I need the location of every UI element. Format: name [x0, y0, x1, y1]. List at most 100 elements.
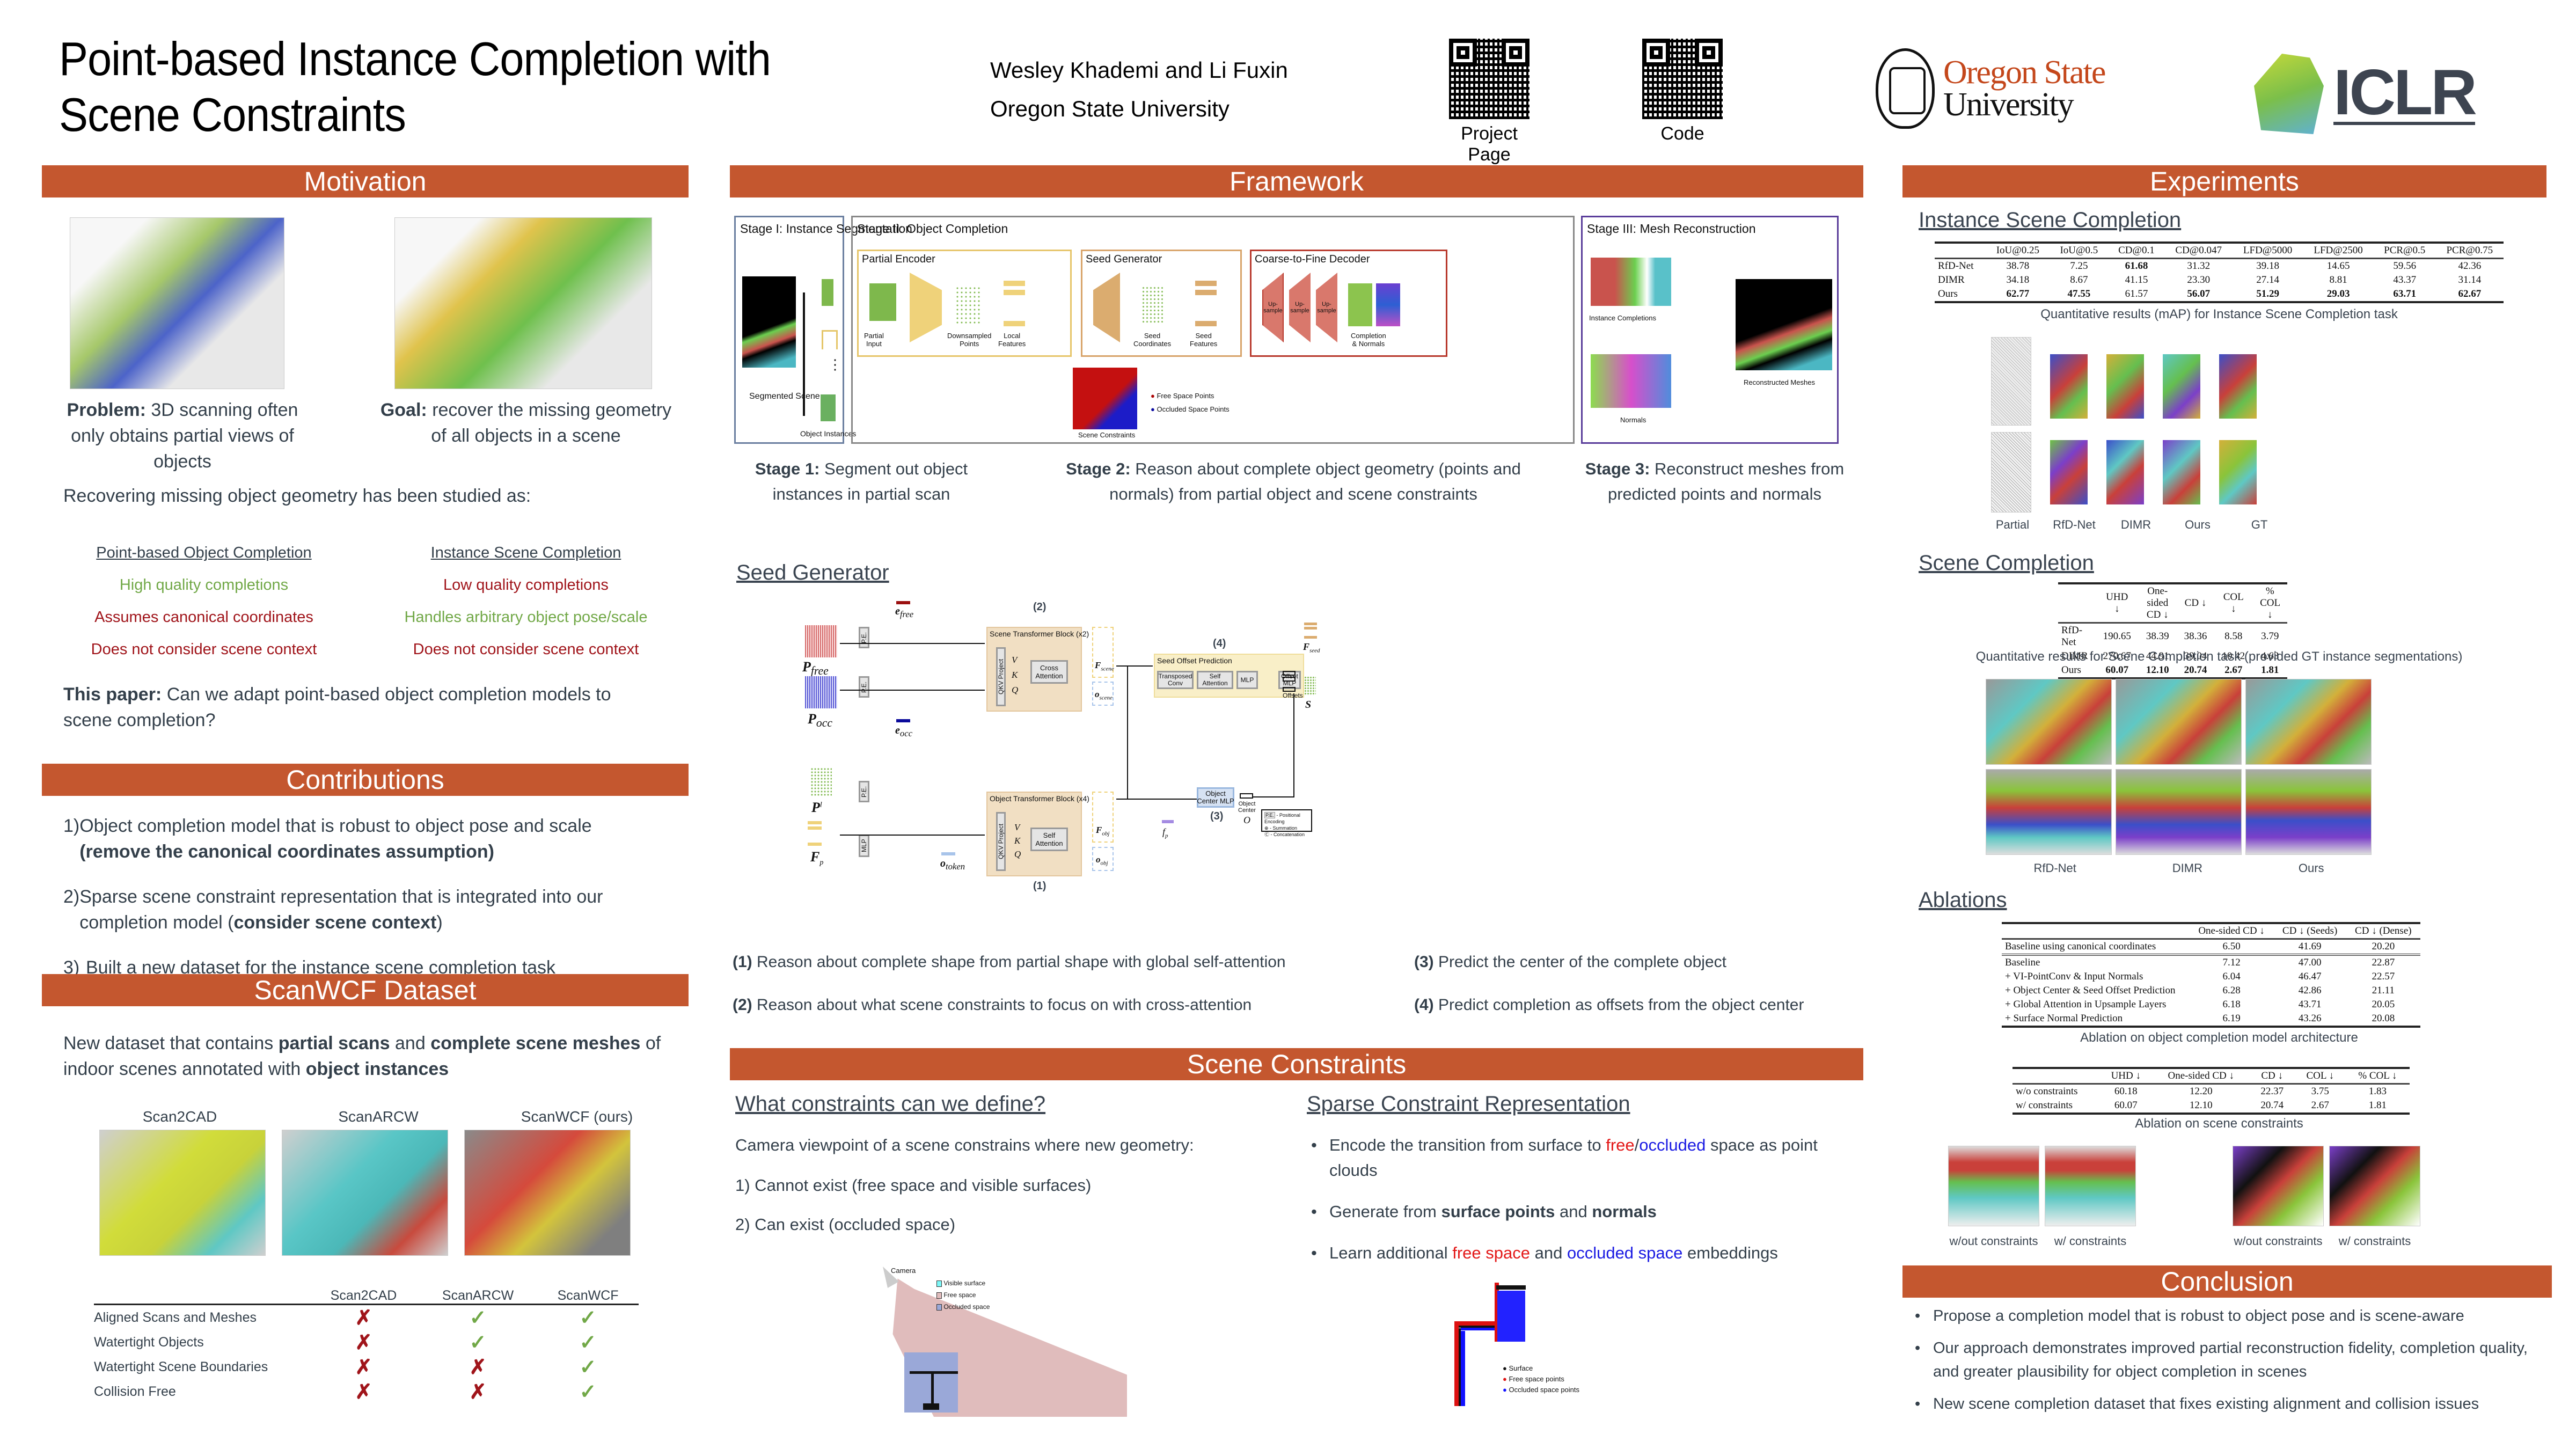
transposed-conv-box: Transposed Conv — [1157, 671, 1194, 689]
qr-code[interactable]: Code — [1637, 39, 1728, 144]
table-cell: 6.18 — [2222, 999, 2241, 1010]
connector — [840, 835, 985, 836]
column-header: % COL ↓ — [2260, 586, 2281, 620]
column-header: CD@0.047 — [2175, 245, 2222, 256]
table-cell: 46.47 — [2298, 971, 2322, 982]
qr-label: Code — [1660, 123, 1704, 144]
p-free-pointcloud — [805, 625, 837, 657]
ours-scene-image — [2245, 679, 2372, 765]
constraint-points-figure: ● Surface ● Free space points ● Occluded… — [1454, 1283, 1690, 1417]
o-token-symbol: otoken — [940, 858, 965, 872]
sc-qualitative-figure: RfD-Net DIMR Ours — [1986, 679, 2372, 883]
feature-bar — [1195, 290, 1217, 295]
column-header: CD ↓ (Dense) — [2355, 925, 2412, 936]
without-constraints-image — [2233, 1146, 2324, 1226]
studied-as-text: Recovering missing object geometry has b… — [63, 486, 531, 506]
goal-text: Goal: recover the missing geometry of al… — [380, 400, 672, 446]
feature-bar — [1195, 321, 1217, 326]
point-based-item: Assumes canonical coordinates — [94, 609, 313, 626]
object-center-label: Object Center — [1238, 801, 1256, 814]
feature-bar — [1004, 321, 1025, 326]
scene-constraints-header: Scene Constraints — [730, 1048, 1863, 1080]
table-cell: 43.71 — [2298, 999, 2322, 1010]
table-cell: 12.10 — [2189, 1100, 2213, 1111]
column-header: One-sided CD ↓ — [2168, 1070, 2234, 1081]
scan2cad-image — [99, 1130, 266, 1256]
row-label: RfD-Net — [1938, 260, 1974, 272]
e-occ-symbol: eocc — [895, 724, 913, 738]
rfdnet-image — [2050, 440, 2088, 504]
o-scene-output: oscene — [1092, 682, 1114, 706]
row-label: w/o constraints — [2016, 1086, 2078, 1097]
contributions-header: Contributions — [42, 764, 689, 796]
qr-project-page[interactable]: Project Page — [1444, 39, 1535, 165]
o-token-embedding — [941, 852, 955, 855]
table-cell: 12.20 — [2189, 1086, 2213, 1097]
qr-label: Project Page — [1461, 123, 1518, 165]
f-p-small-symbol: fp — [1162, 826, 1168, 839]
normals-image — [1591, 354, 1671, 408]
table-cell: 4.63 — [2261, 650, 2279, 662]
table-cell: 7.12 — [2222, 957, 2241, 968]
row-label: RfD-Net — [2061, 625, 2083, 648]
column-header: PCR@0.5 — [2384, 245, 2426, 256]
constraint-bullet: Learn additional free space and occluded… — [1307, 1240, 1860, 1265]
completion-icon — [1348, 283, 1372, 326]
column-header: CD ↓ — [2184, 597, 2207, 609]
row-label: Baseline using canonical coordinates — [2005, 941, 2156, 952]
instance-scene-item: Low quality completions — [443, 576, 609, 594]
column-header — [2012, 1068, 2099, 1084]
contribution-item: 2) Sparse scene constraint representatio… — [63, 887, 603, 933]
experiments-header: Experiments — [1902, 165, 2546, 197]
contribution-item: 1) Object completion model that is robus… — [63, 816, 592, 862]
seed-note-4: (4) Predict completion as offsets from t… — [1414, 996, 1804, 1014]
feature-bar — [1004, 281, 1025, 286]
table-header-row: One-sided CD ↓CD ↓ (Seeds)CD ↓ (Dense) — [2002, 923, 2420, 939]
object-center-vector — [1240, 793, 1253, 799]
table-cell: 41.15 — [2125, 274, 2148, 286]
partial-scan-image — [70, 217, 284, 389]
cross-icon: ✗ — [355, 1306, 372, 1329]
poster-title: Point-based Instance Completion with Sce… — [59, 32, 771, 141]
rfdnet-scene-image — [1986, 679, 2112, 765]
with-constraints-image — [2329, 1146, 2420, 1226]
instance-scene-item: Does not consider scene context — [413, 641, 639, 658]
row-label: Ours — [1938, 288, 1958, 299]
table-cell: 2.67 — [2311, 1100, 2329, 1111]
affiliation: Oregon State University — [990, 96, 1230, 121]
row-label: + VI-PointConv & Input Normals — [2005, 971, 2143, 982]
table-cell: 3.79 — [2261, 631, 2279, 642]
legend-free: ● Free Space Points — [1151, 392, 1214, 400]
mlp-box: MLP — [1236, 671, 1258, 689]
object-transformer-block: Object Transformer Block (x4) QKV Projec… — [986, 792, 1089, 876]
upsample-block: Up- sample — [1316, 273, 1337, 342]
column-header: One-sided CD ↓ — [2146, 586, 2169, 620]
instance-icon — [821, 394, 836, 421]
table-cell: 47.00 — [2298, 957, 2322, 968]
object-center-mlp-box: Object Center MLP — [1197, 787, 1234, 808]
cross-icon: ✗ — [355, 1331, 372, 1354]
column-header: UHD ↓ — [2106, 591, 2128, 614]
check-icon: ✓ — [579, 1380, 597, 1403]
check-icon: ✓ — [469, 1306, 487, 1329]
problem-text: Problem: 3D scanning often only obtains … — [67, 400, 298, 472]
table-row: Watertight Scene Boundaries✗✗✓ — [94, 1355, 639, 1379]
instance-icon — [822, 330, 838, 349]
o-center-symbol: O — [1243, 815, 1250, 825]
upsample-block: Up- sample — [1262, 273, 1284, 342]
row-label: + Global Attention in Upsample Layers — [2005, 999, 2167, 1010]
row-label: DIMR — [1938, 274, 1965, 286]
column-header: IoU@0.25 — [1996, 245, 2039, 256]
dataset-comparison-table: Scan2CAD ScanARCW ScanWCF Aligned Scans … — [94, 1288, 639, 1404]
partial-encoder-box: Partial Encoder Partial Input Downsample… — [857, 250, 1072, 357]
stage2-panel: Stage II: Object Completion Partial Enco… — [851, 216, 1575, 444]
table-cell: 6.28 — [2222, 985, 2241, 996]
table-leg — [931, 1374, 934, 1403]
feature-label: Aligned Scans and Meshes — [94, 1310, 257, 1325]
table-cell: 20.74 — [2260, 1100, 2284, 1111]
seed-note-2: (2) Reason about what scene constraints … — [733, 996, 1252, 1014]
